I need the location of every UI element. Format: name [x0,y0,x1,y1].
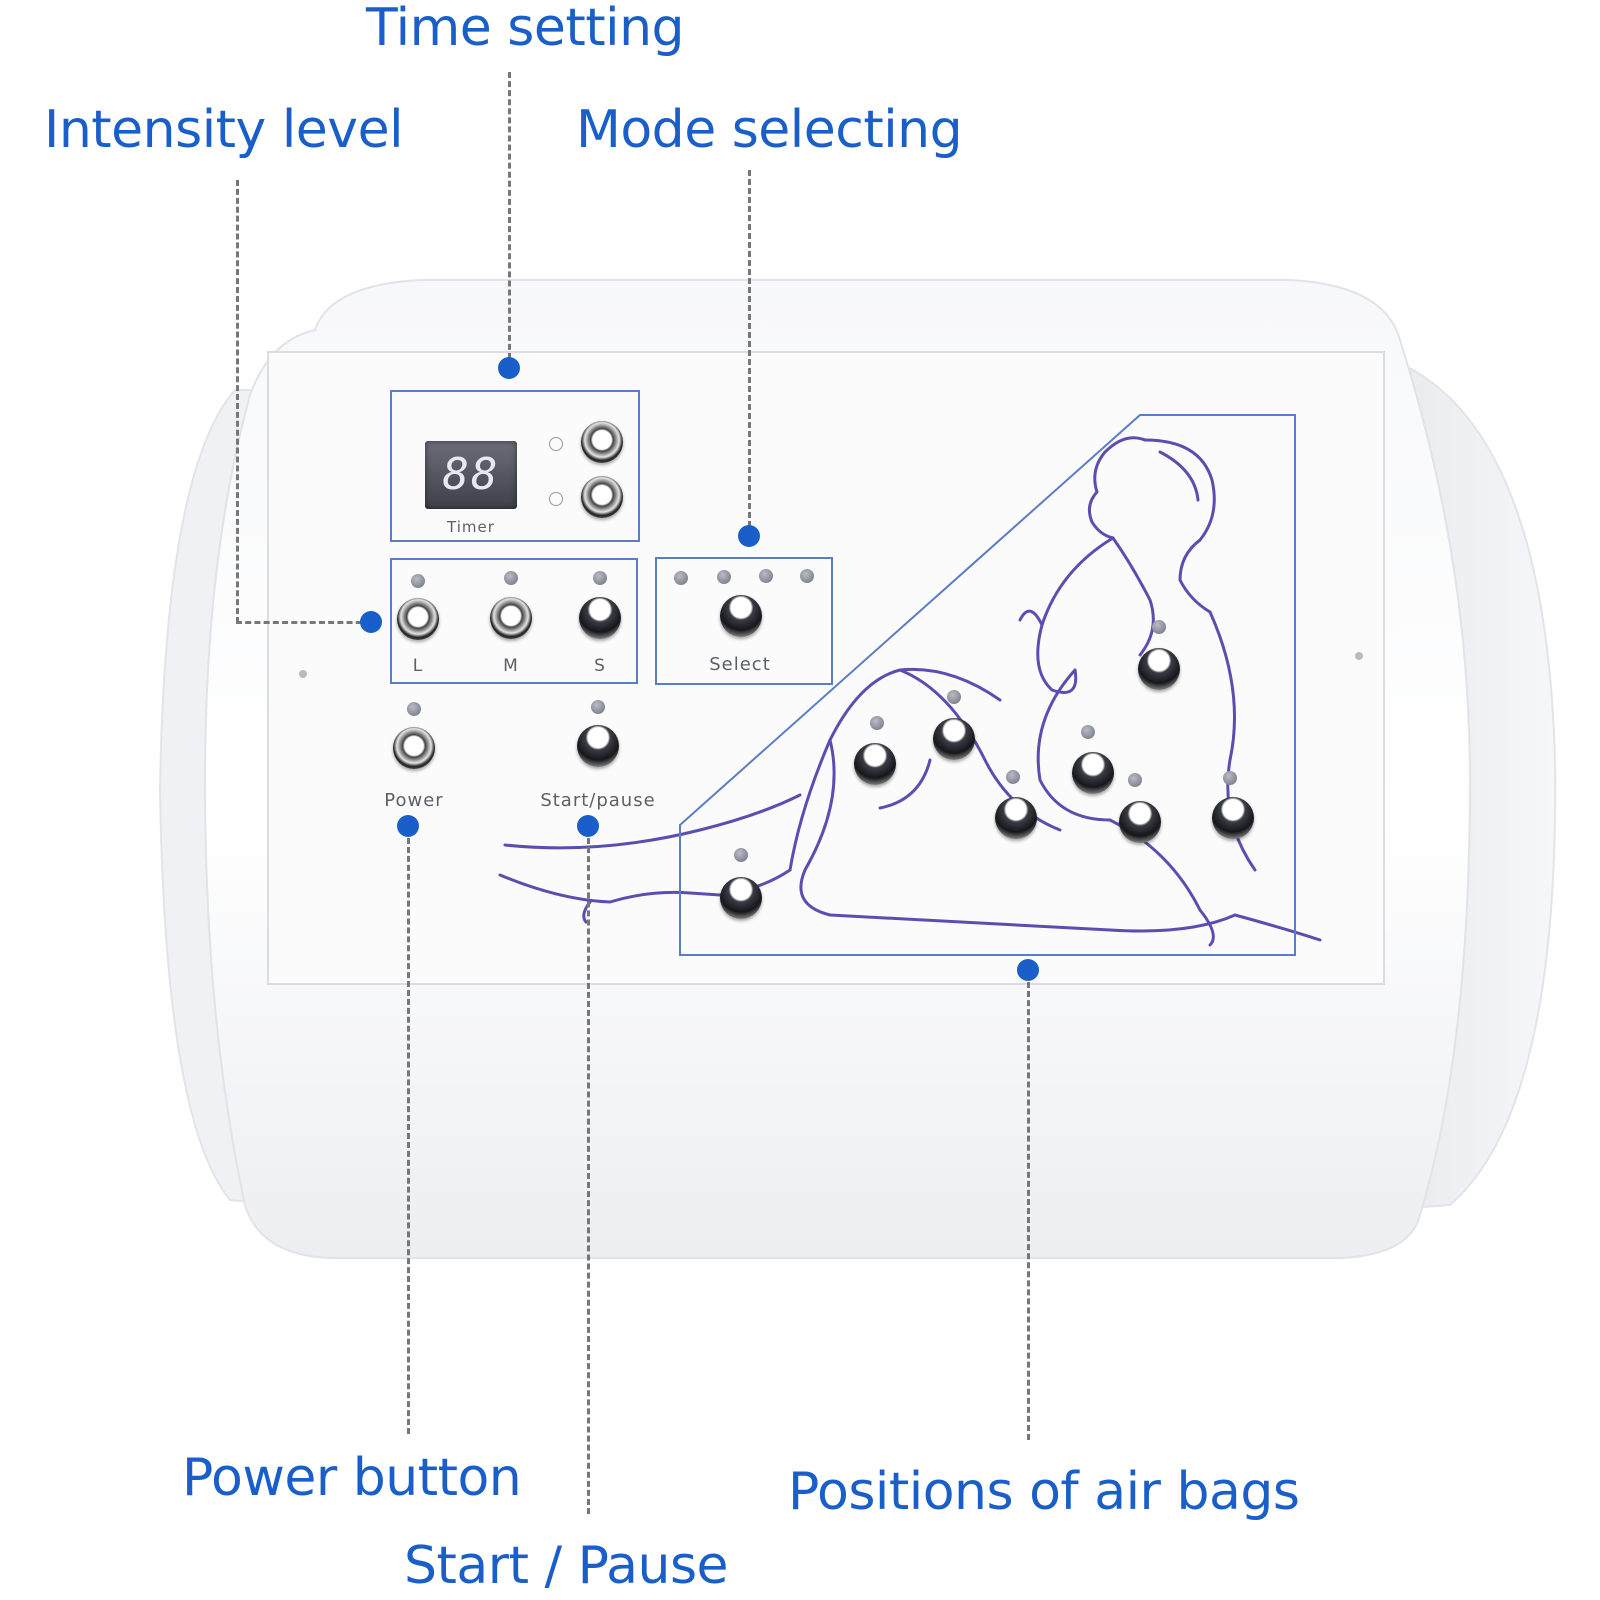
power-leader [407,838,410,1434]
mode-2-indicator [717,570,731,584]
airbag-indicator-upper-thigh [947,690,961,704]
time-setting-marker [498,357,520,379]
power-button[interactable] [393,727,435,769]
start-pause-indicator [591,700,605,714]
faceplate-screw-right [1355,652,1363,660]
air-bags-leader [1027,982,1030,1440]
airbag-button-upper-thigh[interactable] [933,718,975,760]
intensity-s-indicator [593,571,607,585]
power-button-callout: Power button [182,1448,522,1508]
timer-label: Timer [447,518,495,536]
airbag-indicator-hip [1128,773,1142,787]
start-pause-callout: Start / Pause [404,1536,729,1596]
timer-section [390,390,640,542]
airbag-indicator-foot [734,848,748,862]
start-pause-marker [577,815,599,837]
timer-up-indicator [549,437,563,451]
intensity-l-button[interactable] [397,598,439,640]
airbag-button-abdomen[interactable] [1072,752,1114,794]
power-indicator [407,702,421,716]
intensity-leader-vertical [236,180,239,623]
intensity-m-indicator [504,571,518,585]
timer-down-button[interactable] [581,476,623,518]
timer-down-indicator [549,492,563,506]
intensity-level-callout: Intensity level [44,100,404,160]
mode-select-label: Select [709,654,771,675]
airbag-indicator-abdomen [1081,725,1095,739]
air-bags-callout: Positions of air bags [788,1462,1300,1522]
start-pause-label: Start/pause [540,790,656,811]
timer-digits: 88 [442,449,500,500]
timer-up-button[interactable] [581,421,623,463]
airbag-indicator-arm [1223,771,1237,785]
air-bags-marker [1017,959,1039,981]
intensity-l-indicator [411,574,425,588]
airbag-indicator-back-thigh [1006,770,1020,784]
time-setting-leader [508,72,511,368]
airbag-button-back-thigh[interactable] [995,797,1037,839]
intensity-marker [360,611,382,633]
timer-display: 88 [425,441,517,509]
mode-marker [738,525,760,547]
airbag-button-hip[interactable] [1119,801,1161,843]
mode-select-button[interactable] [720,595,762,637]
intensity-m-button[interactable] [490,597,532,639]
airbag-button-arm[interactable] [1212,797,1254,839]
mode-section [655,557,833,685]
intensity-section [390,558,638,684]
air-bag-region-outline [679,414,1296,956]
airbag-button-chest[interactable] [1138,648,1180,690]
mode-4-indicator [800,569,814,583]
power-label: Power [384,790,444,811]
airbag-indicator-knee [870,716,884,730]
start-pause-leader [587,838,590,1514]
mode-selecting-callout: Mode selecting [576,100,963,160]
mode-1-indicator [674,571,688,585]
intensity-leader-horizontal [236,621,371,624]
intensity-s-label: S [594,656,606,676]
intensity-s-button[interactable] [579,597,621,639]
power-marker [397,815,419,837]
airbag-indicator-chest [1152,620,1166,634]
faceplate-screw-left [299,670,307,678]
mode-3-indicator [759,569,773,583]
airbag-button-foot[interactable] [720,877,762,919]
airbag-button-knee[interactable] [854,743,896,785]
intensity-m-label: M [503,656,519,676]
intensity-l-label: L [412,656,424,676]
mode-leader [748,170,751,536]
start-pause-button[interactable] [577,725,619,767]
time-setting-callout: Time setting [366,0,685,58]
